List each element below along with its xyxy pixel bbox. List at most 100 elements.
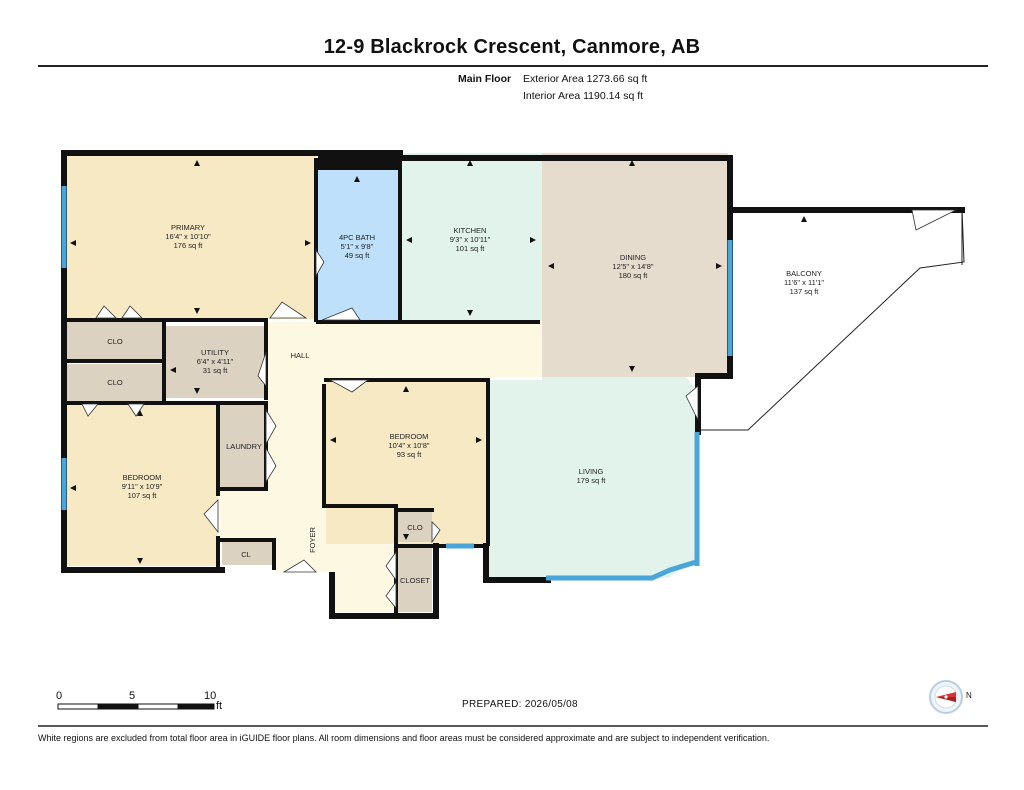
bedroom1-room bbox=[64, 404, 218, 566]
marker bbox=[801, 216, 807, 222]
bedroom1-dims: 9'11" x 10'9" bbox=[122, 482, 163, 491]
closet-name: CLOSET bbox=[400, 576, 430, 585]
living-area: 179 sq ft bbox=[577, 476, 607, 485]
door-laundry2 bbox=[265, 446, 277, 484]
page-title: 12-9 Blackrock Crescent, Canmore, AB bbox=[323, 36, 701, 58]
marker bbox=[194, 308, 200, 314]
scale-segment bbox=[57, 703, 99, 710]
primary-dims: 16'4" x 10'10" bbox=[165, 232, 211, 241]
door-front bbox=[282, 559, 317, 573]
compass-label: N bbox=[966, 691, 972, 700]
bath-name: 4PC BATH bbox=[339, 233, 375, 242]
door-bath bbox=[321, 307, 361, 321]
bedroom2-name: BEDROOM bbox=[390, 432, 429, 441]
primary-area: 176 sq ft bbox=[174, 241, 204, 250]
door-balcony-outer bbox=[911, 209, 957, 231]
balcony-dims: 11'6" x 11'1" bbox=[784, 278, 824, 287]
clo2-room bbox=[64, 364, 162, 402]
exterior-area: Exterior Area 1273.66 sq ft bbox=[523, 73, 648, 85]
bath-area: 49 sq ft bbox=[345, 251, 371, 260]
exterior-wall-southeast bbox=[483, 543, 551, 583]
door-bedroom2 bbox=[329, 379, 370, 393]
wall-laundry bbox=[220, 401, 268, 491]
bedroom1-area: 107 sq ft bbox=[128, 491, 158, 500]
exterior-wall-south bbox=[329, 543, 439, 619]
laundry-name: LAUNDRY bbox=[226, 442, 262, 451]
utility-room bbox=[165, 326, 265, 398]
window-living-south bbox=[546, 559, 697, 581]
marker bbox=[137, 410, 143, 416]
living-name: LIVING bbox=[579, 467, 604, 476]
floor-label: Main Floor bbox=[458, 73, 511, 85]
kitchen-area: 101 sq ft bbox=[456, 244, 486, 253]
door-bedroom2-clo bbox=[431, 521, 441, 544]
header-divider bbox=[38, 65, 988, 67]
bath-room bbox=[318, 170, 398, 320]
kitchen-dims: 9'3" x 10'11" bbox=[450, 235, 491, 244]
marker bbox=[530, 237, 536, 243]
marker bbox=[70, 240, 76, 246]
marker bbox=[194, 160, 200, 166]
cl-name: CL bbox=[241, 550, 251, 559]
primary-room bbox=[64, 153, 316, 319]
marker bbox=[330, 437, 336, 443]
marker bbox=[406, 237, 412, 243]
cl-room bbox=[222, 541, 272, 565]
hall-area bbox=[220, 322, 542, 612]
wall-cl bbox=[220, 538, 276, 570]
closet-room bbox=[398, 548, 432, 612]
door-closet2 bbox=[81, 403, 99, 417]
bath-dims: 5'1" x 9'8" bbox=[341, 242, 374, 251]
footnote: White regions are excluded from total fl… bbox=[38, 733, 770, 743]
balcony-outline bbox=[698, 207, 965, 431]
marker bbox=[70, 485, 76, 491]
dining-room bbox=[542, 153, 728, 377]
balcony-name: BALCONY bbox=[786, 269, 822, 278]
marker bbox=[476, 437, 482, 443]
wall-bedroom1-east bbox=[164, 401, 220, 496]
bedroom2-area: 93 sq ft bbox=[397, 450, 423, 459]
living-room bbox=[488, 377, 696, 578]
dining-name: DINING bbox=[620, 253, 646, 262]
door-primary bbox=[269, 301, 308, 319]
bath-top-block bbox=[318, 153, 398, 170]
scale-segment bbox=[177, 703, 215, 710]
door-utility bbox=[257, 351, 267, 388]
marker bbox=[305, 240, 311, 246]
marker bbox=[170, 367, 176, 373]
prepared-date: PREPARED: 2026/05/08 bbox=[462, 699, 578, 710]
compass-icon: N bbox=[928, 680, 976, 719]
scale-bar bbox=[57, 703, 215, 710]
primary-name: PRIMARY bbox=[171, 223, 205, 232]
utility-area: 31 sq ft bbox=[203, 366, 229, 375]
utility-name: UTILITY bbox=[201, 348, 229, 357]
marker bbox=[403, 386, 409, 392]
door-closet3 bbox=[385, 550, 397, 582]
scale-tick-10: 10 bbox=[204, 690, 217, 702]
laundry-room bbox=[220, 403, 266, 489]
scale-segment bbox=[97, 703, 139, 710]
utility-dims: 6'4" x 4'11" bbox=[197, 357, 234, 366]
dining-area: 180 sq ft bbox=[619, 271, 649, 280]
scale-unit: ft bbox=[216, 700, 223, 712]
kitchen-room bbox=[400, 153, 542, 321]
dining-dims: 12'5" x 14'8" bbox=[612, 262, 653, 271]
wall-bedroom2-top bbox=[324, 378, 490, 546]
clo1-room bbox=[64, 322, 162, 360]
clo2-name: CLO bbox=[107, 378, 123, 387]
marker bbox=[467, 160, 473, 166]
balcony-area: 137 sq ft bbox=[790, 287, 820, 296]
door-bedroom1 bbox=[203, 499, 219, 534]
bedroom1-name: BEDROOM bbox=[123, 473, 162, 482]
door-bath-east bbox=[315, 248, 325, 278]
marker bbox=[629, 160, 635, 166]
marker bbox=[354, 176, 360, 182]
scale-tick-0: 0 bbox=[56, 690, 63, 702]
door-closet3b bbox=[385, 580, 397, 610]
marker bbox=[548, 263, 554, 269]
door-closet1b bbox=[121, 305, 143, 319]
marker bbox=[467, 310, 473, 316]
clo3-room bbox=[398, 512, 432, 542]
marker bbox=[137, 558, 143, 564]
